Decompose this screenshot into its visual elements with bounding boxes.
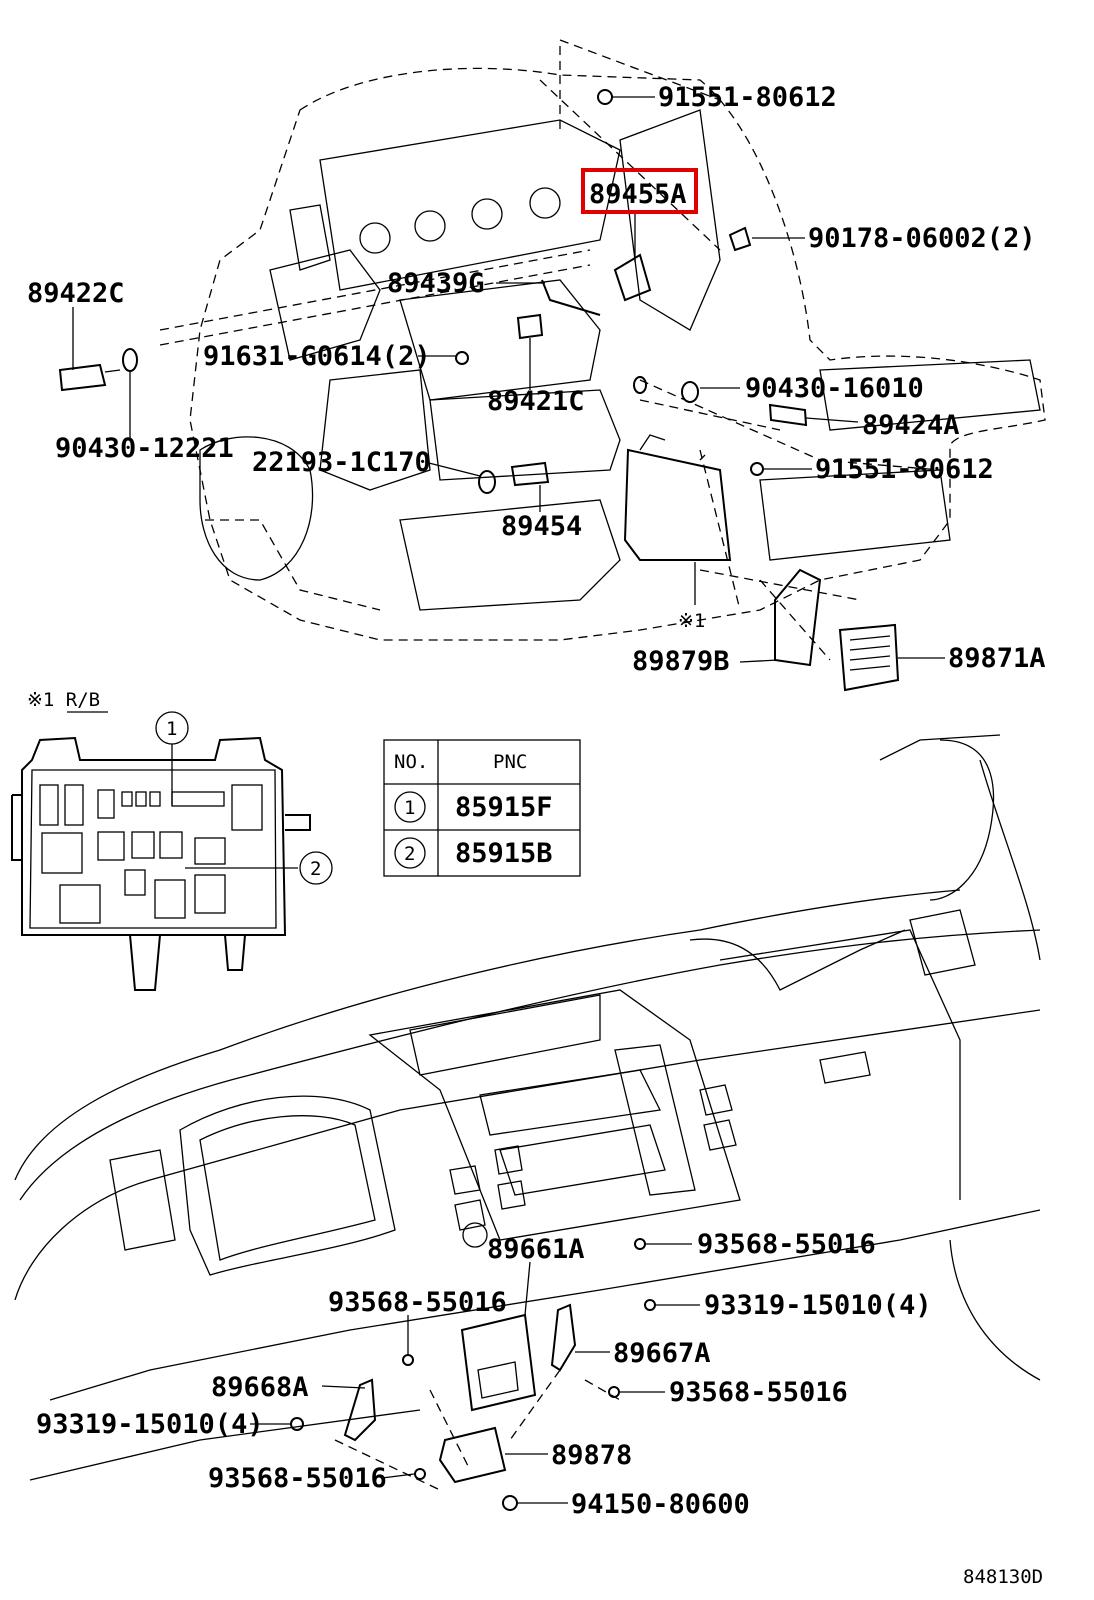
- dashboard-labels: 93568-55016 89661A 93568-55016 93319-150…: [36, 1229, 932, 1520]
- label-90430-12221[interactable]: 90430-12221: [55, 433, 234, 464]
- table-row-1-pnc[interactable]: 85915F: [455, 792, 553, 823]
- pnc-table: NO. PNC 1 85915F 2 85915B: [383, 739, 581, 877]
- label-89424A[interactable]: 89424A: [862, 410, 960, 441]
- label-89661A[interactable]: 89661A: [487, 1234, 585, 1265]
- label-89439G[interactable]: 89439G: [387, 268, 485, 299]
- label-90178[interactable]: 90178-06002(2): [808, 223, 1036, 254]
- engine-leader-lines: [72, 96, 945, 663]
- label-89668A[interactable]: 89668A: [211, 1372, 309, 1403]
- label-93568-c[interactable]: 93568-55016: [669, 1377, 848, 1408]
- highlight-box: [581, 168, 698, 214]
- table-head-no: NO.: [394, 751, 428, 773]
- note-mark: ※1: [678, 610, 705, 632]
- table-row-1-no: 1: [404, 797, 415, 819]
- label-91551-mid[interactable]: 91551-80612: [815, 454, 994, 485]
- label-93568-b[interactable]: 93568-55016: [328, 1287, 507, 1318]
- relay-block: ※1 R/B 1 2: [11, 689, 333, 991]
- callout-1-circle: [155, 711, 189, 745]
- callout-1: 1: [166, 718, 177, 740]
- dashboard-illustration: [14, 734, 1041, 1511]
- callout-2-circle: [299, 851, 333, 885]
- rb-title: ※1 R/B: [27, 689, 100, 711]
- label-89455A[interactable]: 89455A: [589, 179, 687, 210]
- label-89871A[interactable]: 89871A: [948, 643, 1046, 674]
- callout-2: 2: [310, 858, 321, 880]
- label-90430-16010[interactable]: 90430-16010: [745, 373, 924, 404]
- table-head-pnc: PNC: [493, 751, 527, 773]
- label-89454[interactable]: 89454: [501, 511, 582, 542]
- table-row-2-pnc[interactable]: 85915B: [455, 838, 553, 869]
- label-89878[interactable]: 89878: [551, 1440, 632, 1471]
- label-91631[interactable]: 91631-G0614(2): [203, 341, 431, 372]
- label-93319-r[interactable]: 93319-15010(4): [704, 1290, 932, 1321]
- table-row-2-no: 2: [404, 843, 415, 865]
- label-89667A[interactable]: 89667A: [613, 1338, 711, 1369]
- label-22193[interactable]: 22193-1C170: [252, 447, 431, 478]
- label-89422C[interactable]: 89422C: [27, 278, 125, 309]
- label-91551-top[interactable]: 91551-80612: [658, 82, 837, 113]
- engine-illustration: [58, 39, 1046, 692]
- engine-labels: 91551-80612 89455A 90178-06002(2) 89422C…: [27, 82, 1046, 677]
- dashboard-leader-lines: [250, 1243, 700, 1504]
- diagram-code: 848130D: [963, 1566, 1043, 1588]
- label-89879B[interactable]: 89879B: [632, 646, 730, 677]
- label-93568-d[interactable]: 93568-55016: [208, 1463, 387, 1494]
- label-93568-a[interactable]: 93568-55016: [697, 1229, 876, 1260]
- label-93319-l[interactable]: 93319-15010(4): [36, 1409, 264, 1440]
- label-94150[interactable]: 94150-80600: [571, 1489, 750, 1520]
- label-89421C[interactable]: 89421C: [487, 386, 585, 417]
